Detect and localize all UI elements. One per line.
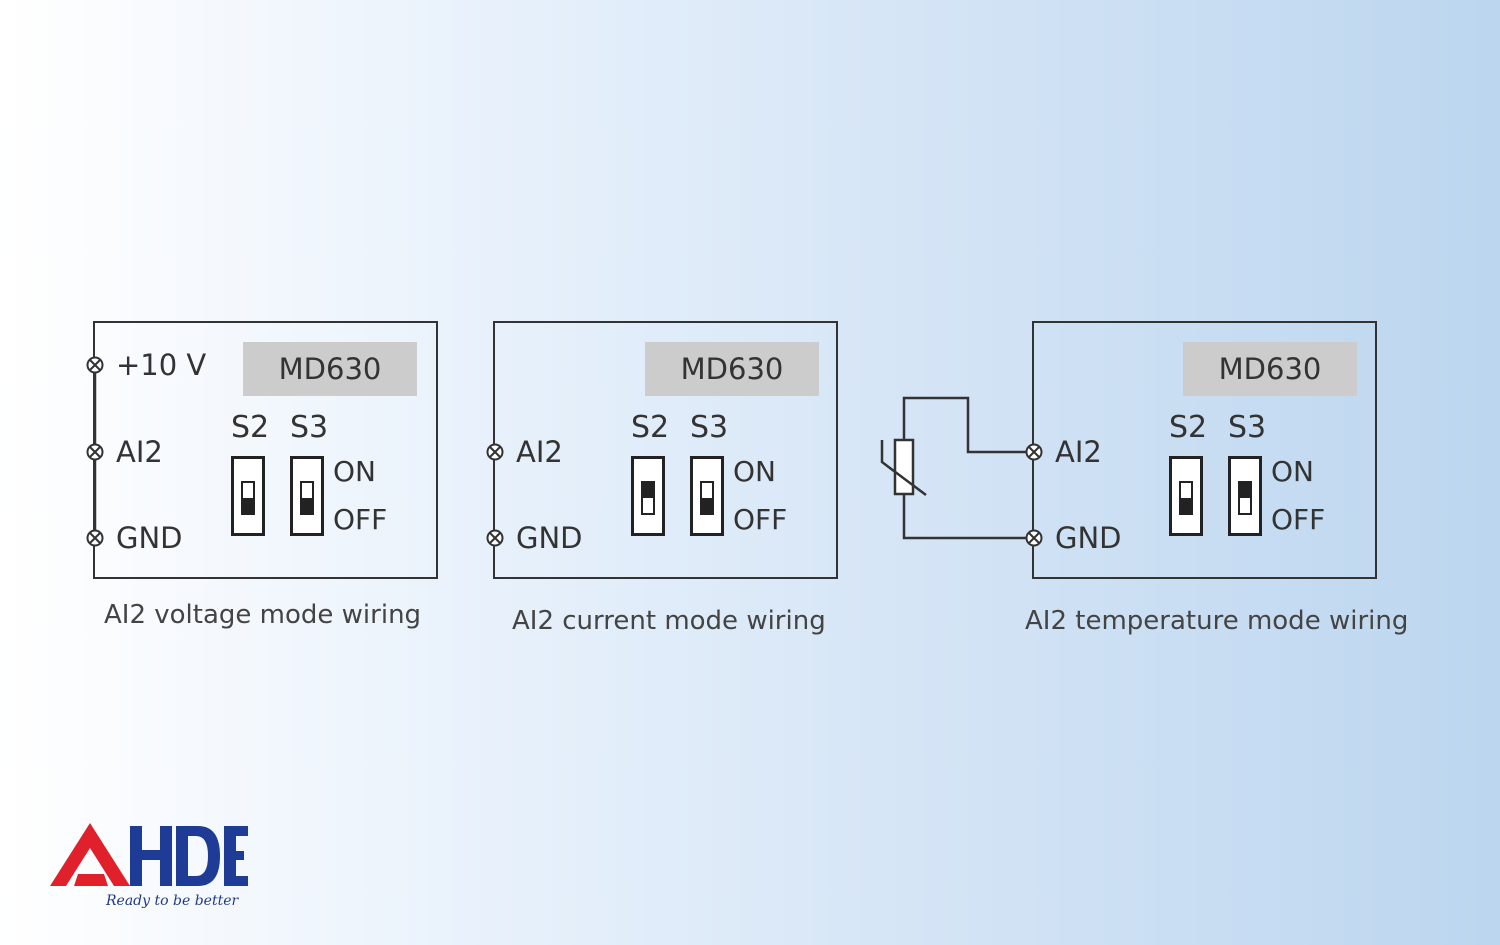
- dip-switch-s2: [231, 456, 265, 536]
- terminal-icon: [86, 529, 104, 547]
- terminal-icon: [486, 443, 504, 461]
- terminal-label-ai2: AI2: [116, 435, 163, 469]
- thermistor-bottom-wire: [902, 494, 1034, 540]
- dip-switch-s3: [290, 456, 324, 536]
- caption-voltage-mode: AI2 voltage mode wiring: [104, 600, 422, 630]
- terminal-icon: [86, 443, 104, 461]
- terminal-label-10v: +10 V: [116, 348, 207, 382]
- terminal-label-ai2: AI2: [516, 435, 563, 469]
- switch-label-s3: S3: [690, 410, 729, 445]
- ahde-logo: [50, 823, 248, 886]
- terminal-icon: [1025, 529, 1043, 547]
- dip-switch-s3: [690, 456, 724, 536]
- model-label: MD630: [243, 342, 417, 396]
- terminal-icon: [86, 356, 104, 374]
- caption-current-mode: AI2 current mode wiring: [512, 606, 826, 636]
- model-label: MD630: [1183, 342, 1357, 396]
- model-label: MD630: [645, 342, 819, 396]
- terminal-icon: [1025, 443, 1043, 461]
- switch-label-s2: S2: [231, 410, 270, 445]
- switch-label-s3: S3: [290, 410, 329, 445]
- switch-label-s2: S2: [631, 410, 670, 445]
- caption-temperature-mode: AI2 temperature mode wiring: [1025, 606, 1409, 636]
- thermistor-top-wire: [902, 396, 1034, 454]
- dip-switch-s2: [631, 456, 665, 536]
- thermistor-icon: [893, 438, 915, 496]
- switch-label-s3: S3: [1228, 410, 1267, 445]
- on-label: ON: [333, 455, 376, 488]
- off-label: OFF: [1271, 503, 1326, 536]
- dip-switch-s3: [1228, 456, 1262, 536]
- off-label: OFF: [733, 503, 788, 536]
- terminal-icon: [486, 529, 504, 547]
- off-label: OFF: [333, 503, 388, 536]
- terminal-label-ai2: AI2: [1055, 435, 1102, 469]
- switch-label-s2: S2: [1169, 410, 1208, 445]
- terminal-label-gnd: GND: [516, 521, 583, 555]
- on-label: ON: [733, 455, 776, 488]
- dip-switch-s2: [1169, 456, 1203, 536]
- logo-tagline: Ready to be better: [106, 893, 239, 909]
- terminal-label-gnd: GND: [1055, 521, 1122, 555]
- terminal-label-gnd: GND: [116, 521, 183, 555]
- on-label: ON: [1271, 455, 1314, 488]
- thermistor-slash: [880, 440, 927, 496]
